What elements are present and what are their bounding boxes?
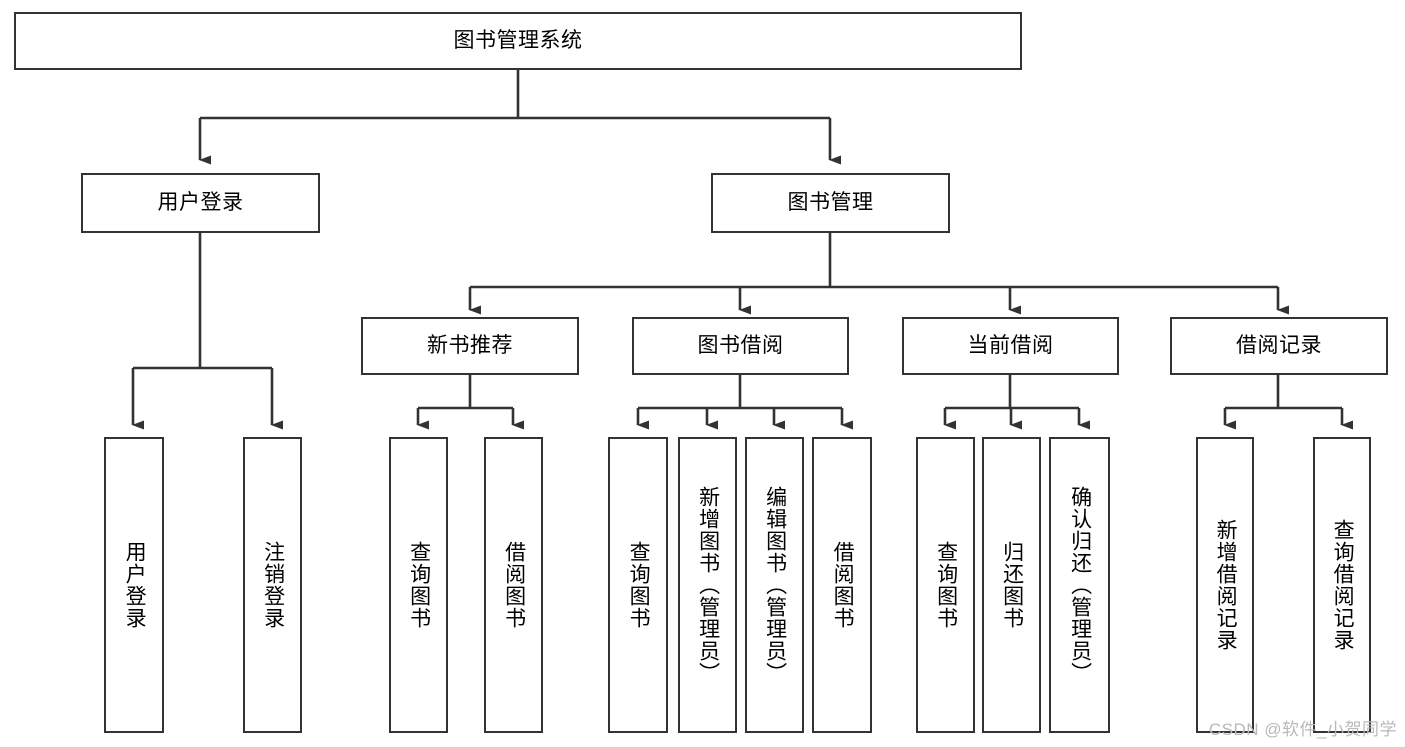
node-user-login[interactable]: 用户登录 <box>81 173 320 233</box>
leaf-label: 编辑图书（管理员） <box>763 486 787 684</box>
leaf-borrow-query-book[interactable]: 查询图书 <box>608 437 668 733</box>
leaf-label: 新增图书（管理员） <box>696 486 720 684</box>
node-book-borrow-label: 图书借阅 <box>697 334 784 358</box>
leaf-label: 借阅图书 <box>831 541 855 629</box>
node-borrow-record[interactable]: 借阅记录 <box>1170 317 1388 375</box>
leaf-label: 用户登录 <box>123 541 147 629</box>
leaf-label: 注销登录 <box>261 541 285 629</box>
leaf-recommend-borrow-book[interactable]: 借阅图书 <box>484 437 543 733</box>
node-user-login-label: 用户登录 <box>157 191 244 215</box>
leaf-label: 归还图书 <box>1000 541 1024 629</box>
node-borrow-record-label: 借阅记录 <box>1236 334 1322 358</box>
leaf-borrow-edit-book-admin[interactable]: 编辑图书（管理员） <box>745 437 804 733</box>
node-root[interactable]: 图书管理系统 <box>14 12 1022 70</box>
leaf-user-login-signin[interactable]: 用户登录 <box>104 437 164 733</box>
leaf-recommend-query-book[interactable]: 查询图书 <box>389 437 448 733</box>
leaf-label: 查询图书 <box>407 541 431 629</box>
leaf-current-return-book[interactable]: 归还图书 <box>982 437 1041 733</box>
watermark-text: CSDN @软件_小贺同学 <box>1208 720 1397 739</box>
leaf-borrow-borrow-book[interactable]: 借阅图书 <box>812 437 872 733</box>
node-new-book-recommend[interactable]: 新书推荐 <box>361 317 579 375</box>
leaf-label: 新增借阅记录 <box>1214 519 1238 651</box>
node-root-label: 图书管理系统 <box>453 29 583 53</box>
leaf-current-confirm-return-admin[interactable]: 确认归还（管理员） <box>1049 437 1110 733</box>
leaf-label: 确认归还（管理员） <box>1068 486 1092 684</box>
leaf-record-query-record[interactable]: 查询借阅记录 <box>1313 437 1371 733</box>
node-current-borrow[interactable]: 当前借阅 <box>902 317 1119 375</box>
leaf-label: 查询图书 <box>934 541 958 629</box>
leaf-label: 查询图书 <box>627 541 651 629</box>
leaf-record-add-record[interactable]: 新增借阅记录 <box>1196 437 1254 733</box>
leaf-label: 查询借阅记录 <box>1331 519 1355 651</box>
node-current-borrow-label: 当前借阅 <box>967 334 1054 358</box>
leaf-current-query-book[interactable]: 查询图书 <box>916 437 975 733</box>
node-book-management[interactable]: 图书管理 <box>711 173 950 233</box>
node-book-management-label: 图书管理 <box>787 191 874 215</box>
node-book-borrow[interactable]: 图书借阅 <box>632 317 849 375</box>
leaf-label: 借阅图书 <box>502 541 526 629</box>
node-new-book-recommend-label: 新书推荐 <box>427 334 513 358</box>
leaf-borrow-add-book-admin[interactable]: 新增图书（管理员） <box>678 437 737 733</box>
leaf-user-login-signout[interactable]: 注销登录 <box>243 437 302 733</box>
